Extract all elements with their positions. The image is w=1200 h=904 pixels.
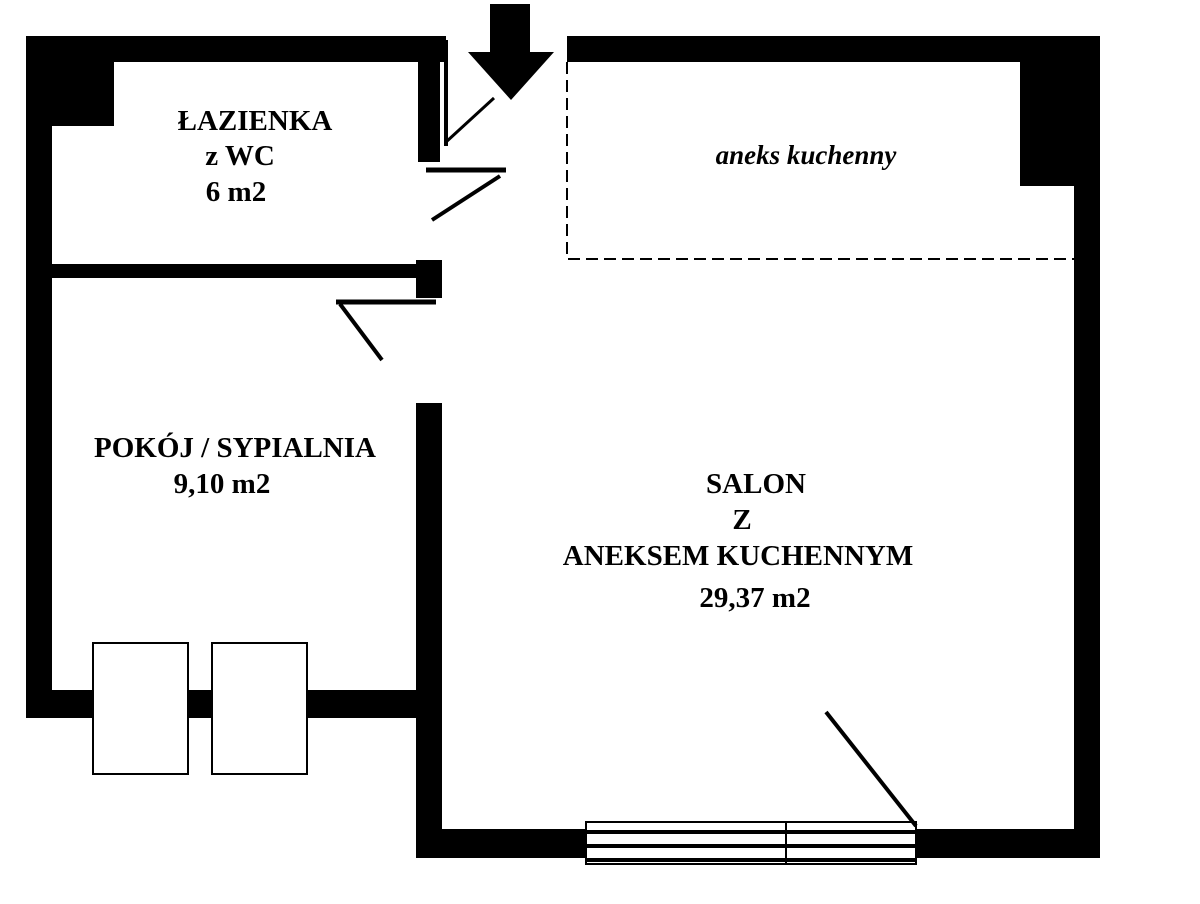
bathroom-name: ŁAZIENKA xyxy=(178,105,333,137)
living-area: 29,37 m2 xyxy=(699,582,810,614)
wall-top-right xyxy=(567,36,1100,62)
living-line-3: ANEKSEM KUCHENNYM xyxy=(563,540,913,572)
bedroom-window xyxy=(92,642,308,775)
window-pane-right xyxy=(211,642,308,775)
bedroom-name: POKÓJ / SYPIALNIA xyxy=(94,431,376,464)
wall-bathroom-right xyxy=(418,36,440,162)
pillar-top-right xyxy=(1020,36,1100,186)
bedroom-area: 9,10 m2 xyxy=(174,468,271,500)
entrance-door xyxy=(444,40,496,146)
wall-bathroom-bedroom xyxy=(26,264,418,278)
bathroom-area: 6 m2 xyxy=(206,176,266,208)
living-line-1: SALON xyxy=(706,468,806,500)
bathroom-sub: z WC xyxy=(205,140,275,172)
pillar-top-left xyxy=(26,36,114,126)
living-window-frame xyxy=(585,821,917,865)
kitchenette-outline xyxy=(566,62,1074,260)
living-window xyxy=(585,710,918,865)
wall-bedroom-living xyxy=(416,403,442,858)
bathroom-door xyxy=(426,167,506,222)
bathroom-door-leaf xyxy=(430,174,502,222)
walls xyxy=(26,36,1100,858)
wall-left xyxy=(26,36,52,718)
entrance-door-leaf xyxy=(444,96,496,144)
living-line-2: Z xyxy=(732,504,751,536)
pillar-partition xyxy=(416,260,442,298)
balcony-door-swing xyxy=(824,710,918,828)
bedroom-door xyxy=(336,299,436,362)
entrance-arrow-icon xyxy=(468,4,554,100)
window-pane-left xyxy=(92,642,189,775)
kitchenette-name: aneks kuchenny xyxy=(716,140,898,170)
bedroom-door-leaf xyxy=(338,302,384,362)
